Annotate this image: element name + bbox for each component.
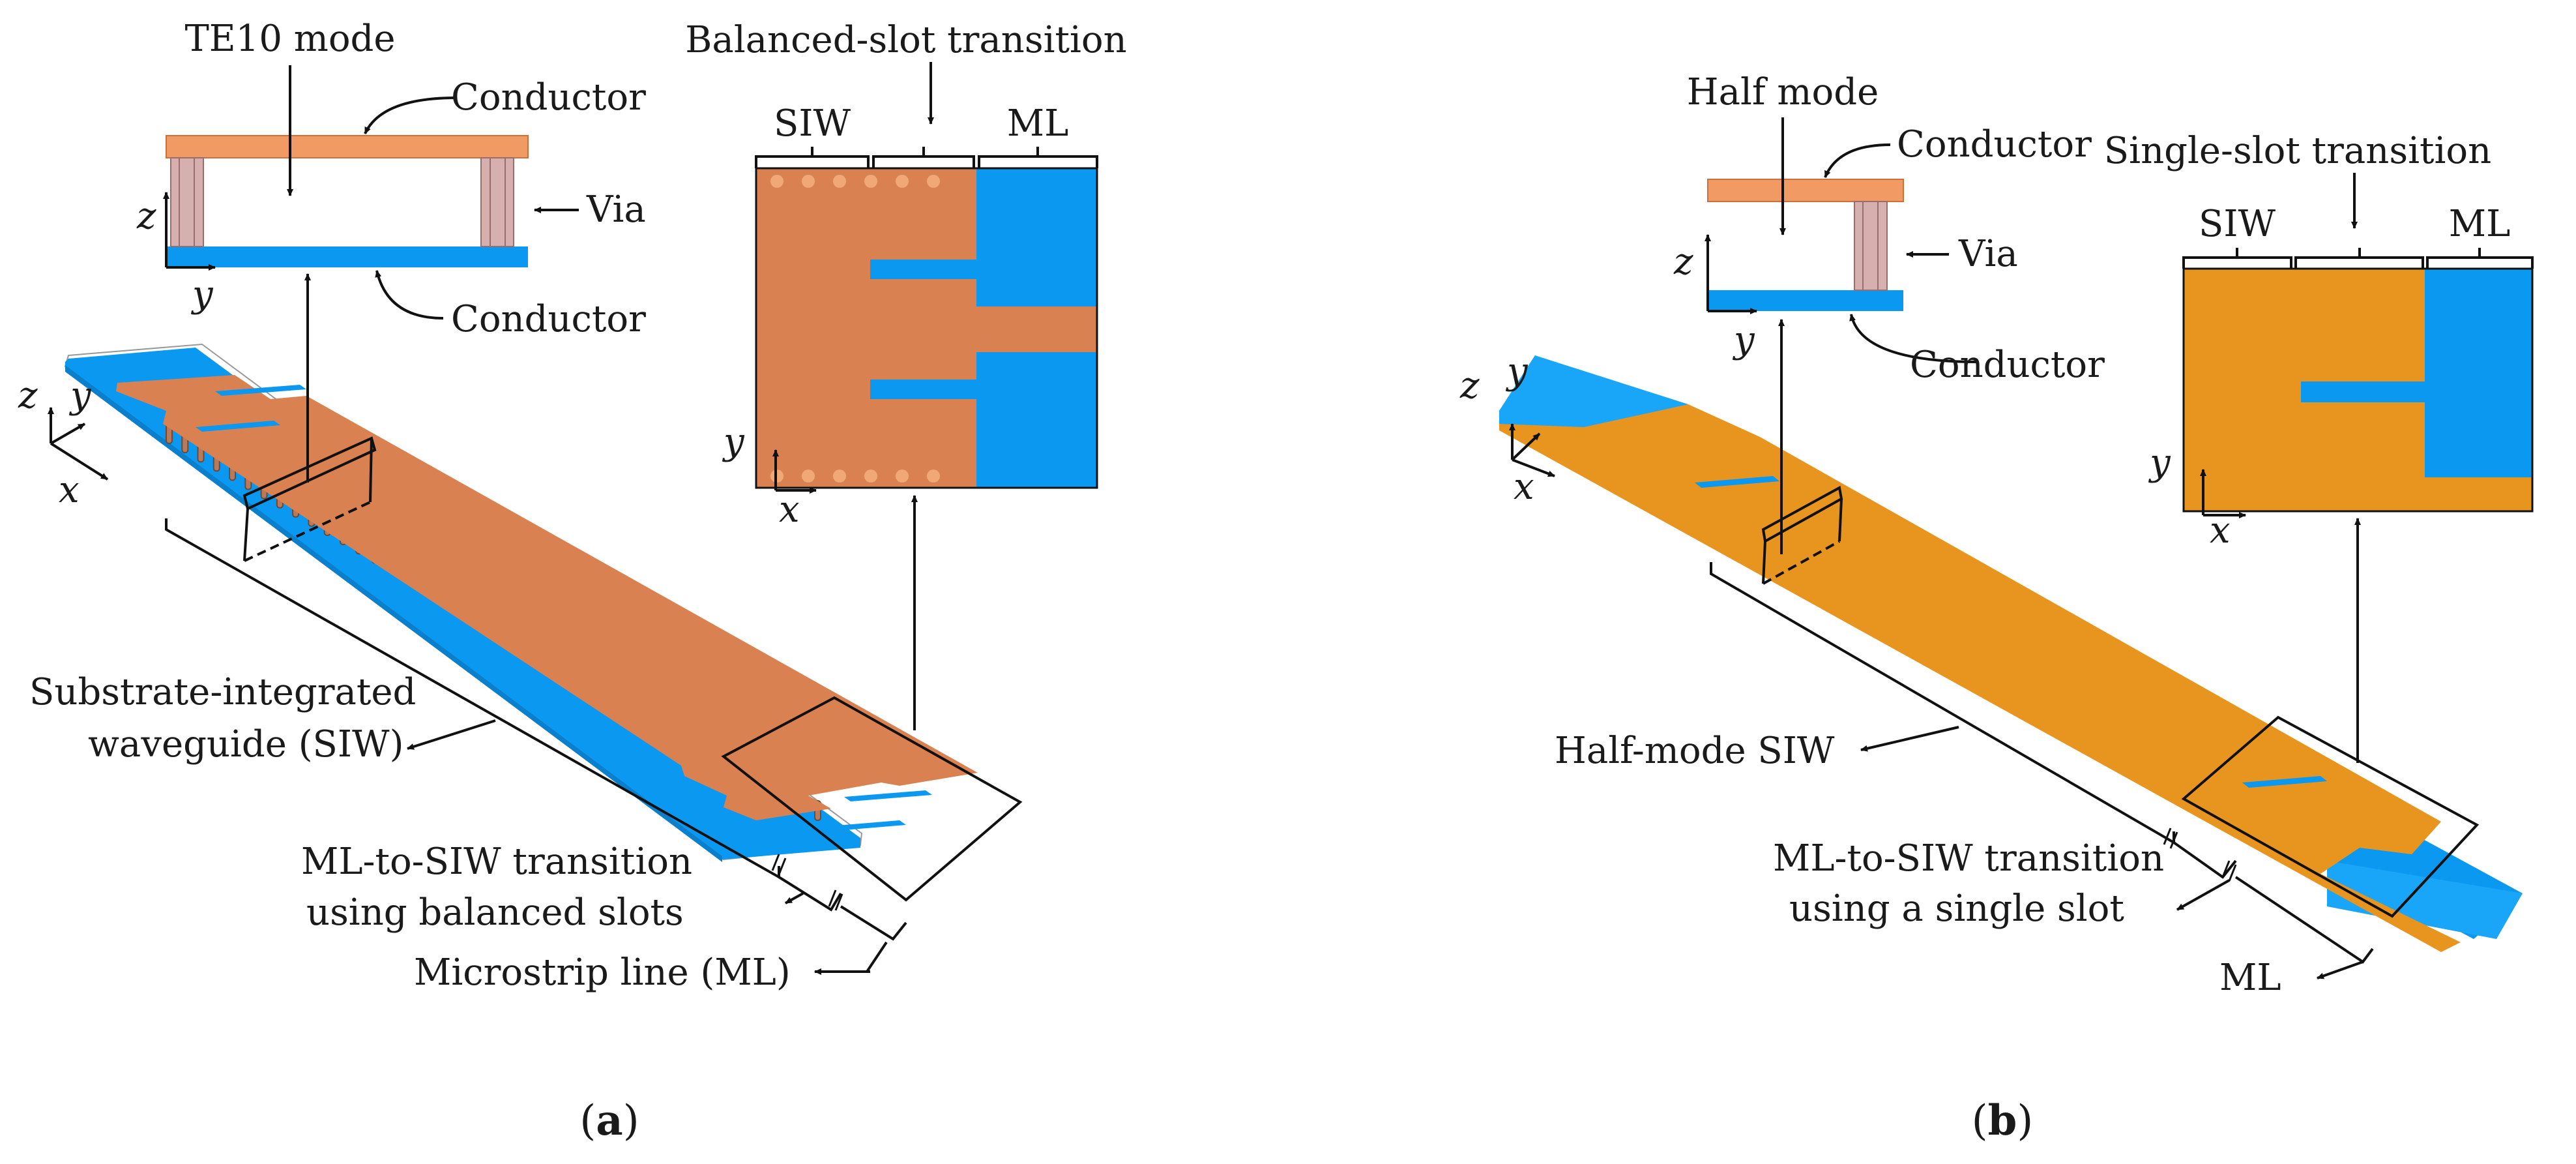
- te10-mode-label: TE10 mode: [184, 18, 395, 60]
- iso-b-axis-y: y: [1505, 350, 1529, 393]
- cs-a-axis-y: y: [190, 273, 214, 316]
- panel-a: z y TE10 mode Conductor Via Conductor Ba…: [18, 18, 1127, 1145]
- top-view-copper-a: [756, 168, 1097, 488]
- panel-label-a: (a): [579, 1096, 639, 1145]
- top-view-b: Single-slot transition SIW ML y x: [2104, 130, 2534, 552]
- iso-ml-end-b: [2327, 861, 2523, 939]
- siw-callout-line1: Substrate-integrated: [29, 671, 416, 713]
- tv-a-axis-x: x: [779, 488, 800, 531]
- iso-board-a: z y x: [18, 273, 1023, 902]
- seg-siw-a: SIW: [774, 102, 851, 145]
- ml-callout-b: ML: [2219, 957, 2281, 999]
- ml-callout-a: Microstrip line (ML): [414, 951, 791, 994]
- bottom-conductor-b: [1708, 290, 1903, 311]
- iso-slot-a4: [821, 820, 906, 831]
- iso-a-axis-x: x: [59, 469, 80, 511]
- panel-label-b: (b): [1972, 1096, 2034, 1145]
- iso-slot-b2: [2242, 776, 2327, 788]
- right-via-a: [480, 157, 514, 247]
- iso-slot-b1: [1695, 476, 1779, 488]
- trans-callout-line2-a: using balanced slots: [306, 891, 684, 934]
- iso-b-axis-z: z: [1459, 365, 1480, 407]
- via-label-b: Via: [1958, 233, 2018, 275]
- top-conductor-a: [166, 135, 529, 158]
- top-conductor-b: [1707, 179, 1904, 202]
- top-view-ml-b: [2425, 269, 2532, 477]
- cs-a-axis-z: z: [136, 195, 156, 237]
- single-slot-title: Single-slot transition: [2104, 130, 2491, 172]
- iso-trans-box-a: [721, 696, 1023, 902]
- seg-siw-b: SIW: [2199, 203, 2276, 245]
- iso-a-axis-y: y: [68, 374, 92, 417]
- trans-callout-line1-a: ML-to-SIW transition: [301, 841, 692, 883]
- callouts-b: Half-mode SIW ML-to-SIW transition using…: [1555, 562, 2374, 999]
- right-via-b: [1854, 201, 1888, 291]
- cs-b-axis-z: z: [1673, 241, 1693, 283]
- iso-board-b: z y x: [1459, 319, 2523, 952]
- iso-b-axis-x: x: [1514, 466, 1534, 508]
- tv-b-axis-x: x: [2210, 509, 2231, 552]
- half-mode-label: Half mode: [1687, 71, 1879, 113]
- iso-copper-a: [116, 375, 978, 820]
- vias-row-a: [770, 175, 940, 483]
- balanced-slot-title: Balanced-slot transition: [685, 19, 1126, 61]
- cross-section-a: z y TE10 mode Conductor Via Conductor: [136, 18, 646, 340]
- tv-a-axis-y: y: [722, 421, 745, 463]
- iso-copper-b: [1499, 404, 2461, 952]
- iso-ml-feed-b: [1499, 355, 1688, 427]
- iso-slot-a1: [215, 385, 306, 396]
- bottom-conductor-a: [166, 246, 528, 267]
- iso-trans-box-b: [2181, 715, 2480, 918]
- top-view-a: Balanced-slot transition SIW ML y x: [685, 19, 1126, 531]
- tv-b-axis-y: y: [2148, 441, 2171, 484]
- trans-callout-line1-b: ML-to-SIW transition: [1773, 837, 2164, 880]
- iso-slot-a3: [844, 790, 932, 801]
- hmsiw-callout: Half-mode SIW: [1555, 730, 1835, 772]
- iso-slot-a2: [196, 421, 280, 432]
- siw-callout-line2: waveguide (SIW): [88, 723, 403, 766]
- seg-ml-b: ML: [2449, 203, 2511, 245]
- iso-a-axis-z: z: [18, 374, 38, 417]
- iso-substrate-edge-a: [65, 365, 722, 862]
- cross-section-b: z y Half mode Conductor Via Conductor: [1673, 71, 2105, 386]
- iso-cut-box-a: [242, 436, 377, 511]
- trans-callout-line2-b: using a single slot: [1789, 888, 2124, 930]
- top-view-slot-b: [2301, 381, 2425, 402]
- cs-b-axis-y: y: [1732, 319, 1755, 361]
- left-via-a: [170, 157, 204, 247]
- conductor-bottom-label-b: Conductor: [1910, 344, 2105, 386]
- conductor-top-label-b: Conductor: [1897, 123, 2092, 166]
- conductor-bottom-label-a: Conductor: [451, 298, 646, 340]
- seg-ml-a: ML: [1007, 102, 1069, 145]
- panel-b: z y Half mode Conductor Via Conductor Si…: [1459, 71, 2534, 1145]
- via-label-a: Via: [586, 188, 646, 231]
- callouts-a: Substrate-integrated waveguide (SIW) ML-…: [29, 518, 907, 994]
- conductor-top-label-a: Conductor: [451, 76, 646, 119]
